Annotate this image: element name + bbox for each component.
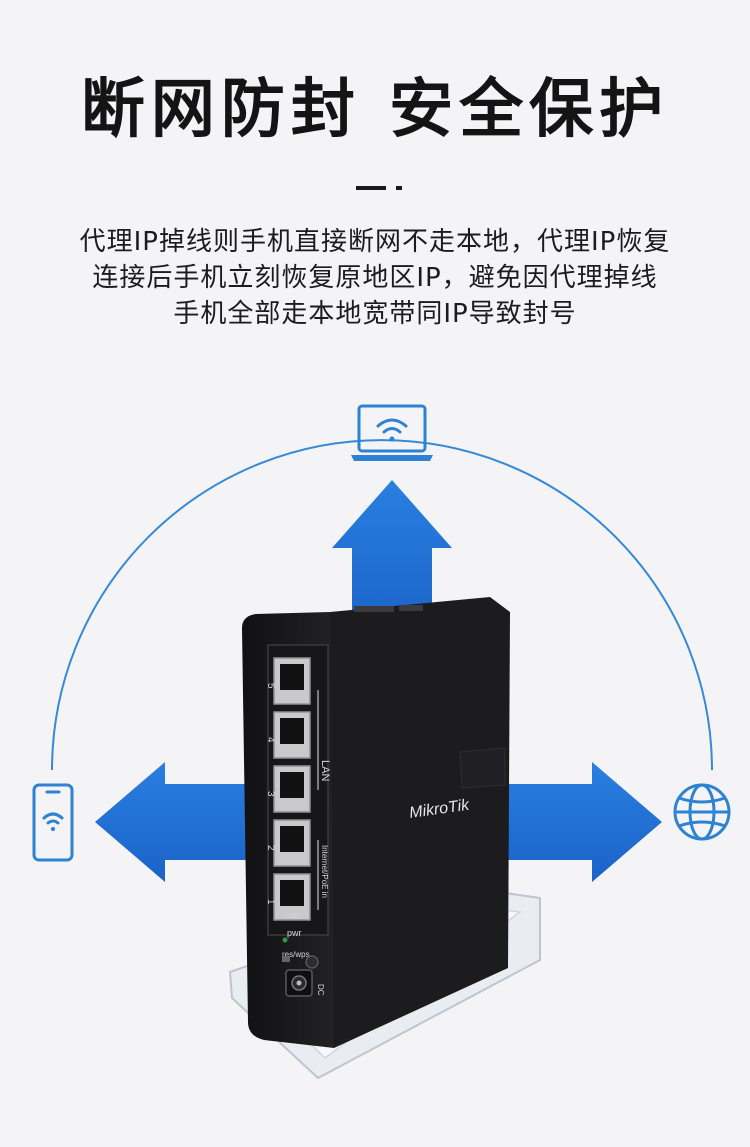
internet-label: Internet/PoE in (320, 845, 329, 898)
globe-icon (673, 783, 731, 841)
port-4 (273, 711, 311, 759)
port-5 (273, 657, 311, 705)
connection-arc (51, 439, 713, 771)
pwr-label: pwr (287, 928, 302, 938)
port-number: 5 (265, 683, 276, 689)
ethernet-ports (273, 657, 311, 921)
description-line: 代理IP掉线则手机直接断网不走本地，代理IP恢复 (79, 227, 671, 257)
reswps-label: res/wps (282, 950, 310, 959)
router-controls (282, 937, 319, 997)
page-title: 断网防封 安全保护 (80, 73, 670, 147)
usr-label: usr (287, 910, 300, 920)
port-number: 2 (265, 845, 276, 851)
description: 代理IP掉线则手机直接断网不走本地，代理IP恢复 连接后手机立刻恢复原地区IP，… (0, 224, 750, 332)
port-2 (273, 819, 311, 867)
description-line: 手机全部走本地宽带同IP导致封号 (173, 299, 577, 329)
phone-wifi-icon (32, 783, 74, 862)
port-number: 4 (265, 737, 276, 743)
lan-label: LAN (319, 760, 331, 781)
title-divider (356, 186, 386, 190)
dc-label: DC (316, 984, 325, 996)
port-1 (273, 873, 311, 921)
title-divider-dot (396, 186, 402, 190)
port-3 (273, 765, 311, 813)
arrow-right (500, 762, 662, 882)
arrow-up (332, 480, 452, 640)
laptop-wifi-icon (351, 404, 433, 461)
arrow-left (95, 762, 262, 882)
port-number: 1 (265, 899, 276, 905)
port-number: 3 (265, 791, 276, 797)
description-line: 连接后手机立刻恢复原地区IP，避免因代理掉线 (92, 263, 658, 293)
